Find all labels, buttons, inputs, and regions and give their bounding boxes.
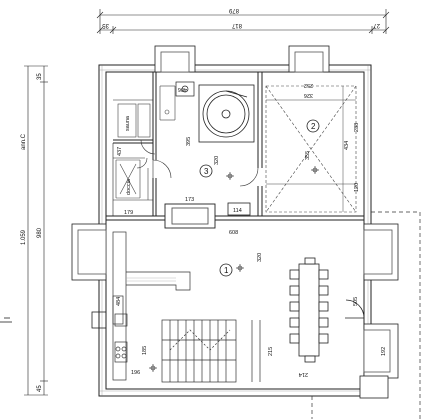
level-markers xyxy=(149,166,319,372)
dim-608: 608 xyxy=(229,230,238,236)
niche-114 xyxy=(227,202,251,216)
section-cut-left xyxy=(0,317,12,323)
staircase xyxy=(161,319,261,383)
kitchen-counter xyxy=(112,231,191,381)
door-swings xyxy=(136,139,259,187)
dim-top-overall: 879 xyxy=(228,7,239,13)
left-dimension-lines xyxy=(24,65,48,396)
dim-320-main: 320 xyxy=(257,253,263,262)
dim-120: 120 xyxy=(354,183,360,192)
room-number-1: 1 xyxy=(224,266,229,275)
dim-179: 179 xyxy=(124,210,133,216)
sauna-fixtures xyxy=(117,85,176,138)
dim-434: 434 xyxy=(344,141,350,150)
bottom-entrance xyxy=(312,388,340,397)
dim-406: 406 xyxy=(178,86,187,92)
dim-215: 215 xyxy=(268,347,274,356)
dim-437: 437 xyxy=(117,147,123,156)
dim-top-right-end: 27 xyxy=(373,22,380,28)
sink-fixture xyxy=(175,81,195,97)
label-sauna: sauna xyxy=(125,115,131,131)
dining-table xyxy=(289,257,329,363)
right-bay xyxy=(363,223,399,281)
right-bay-lower xyxy=(363,323,399,379)
left-bay-small xyxy=(91,311,107,329)
dim-192: 192 xyxy=(381,347,387,356)
kitchen-hatch xyxy=(126,277,176,282)
doccia-fixture xyxy=(115,159,149,200)
right-door xyxy=(345,299,365,319)
dim-320-top: 320 xyxy=(214,156,220,165)
dim-196: 196 xyxy=(131,370,140,376)
top-projection-right xyxy=(288,45,330,73)
dim-484: 484 xyxy=(116,297,122,306)
dim-left-top-end: 35 xyxy=(37,73,43,80)
chimney-niche xyxy=(164,203,216,229)
dim-238: 238 xyxy=(354,123,360,132)
dim-173: 173 xyxy=(185,197,194,203)
room-number-3: 3 xyxy=(204,167,209,176)
dashed-outline xyxy=(311,211,421,419)
dim-top-inner: 817 xyxy=(231,22,242,28)
left-bay xyxy=(71,223,107,281)
interior-walls xyxy=(106,72,364,221)
dim-left-inner: 980 xyxy=(37,227,43,238)
dim-left-overall: 1.059 xyxy=(21,229,27,245)
top-dimension-lines xyxy=(96,9,390,34)
dim-top-left-end: 35 xyxy=(102,22,109,28)
room2-void xyxy=(265,85,357,213)
dim-505: 505 xyxy=(353,297,359,306)
label-doccia: doccia xyxy=(126,178,132,195)
dim-395: 395 xyxy=(186,137,192,146)
dim-214: 214 xyxy=(299,371,308,377)
dim-left-marker: ann.C xyxy=(21,133,27,150)
dim-114: 114 xyxy=(233,208,242,214)
room2-ridge xyxy=(266,86,356,212)
dim-355: 355 xyxy=(305,151,311,160)
top-projection-left xyxy=(154,45,196,73)
dim-left-bottom-end: 45 xyxy=(37,385,43,392)
dim-326: 326 xyxy=(304,92,313,98)
right-bay-corner xyxy=(359,375,389,399)
round-fixture xyxy=(198,84,255,143)
dim-252: 252 xyxy=(304,82,313,88)
room-number-circles xyxy=(199,119,320,277)
room-number-2: 2 xyxy=(311,122,316,131)
dim-185: 185 xyxy=(142,346,148,355)
